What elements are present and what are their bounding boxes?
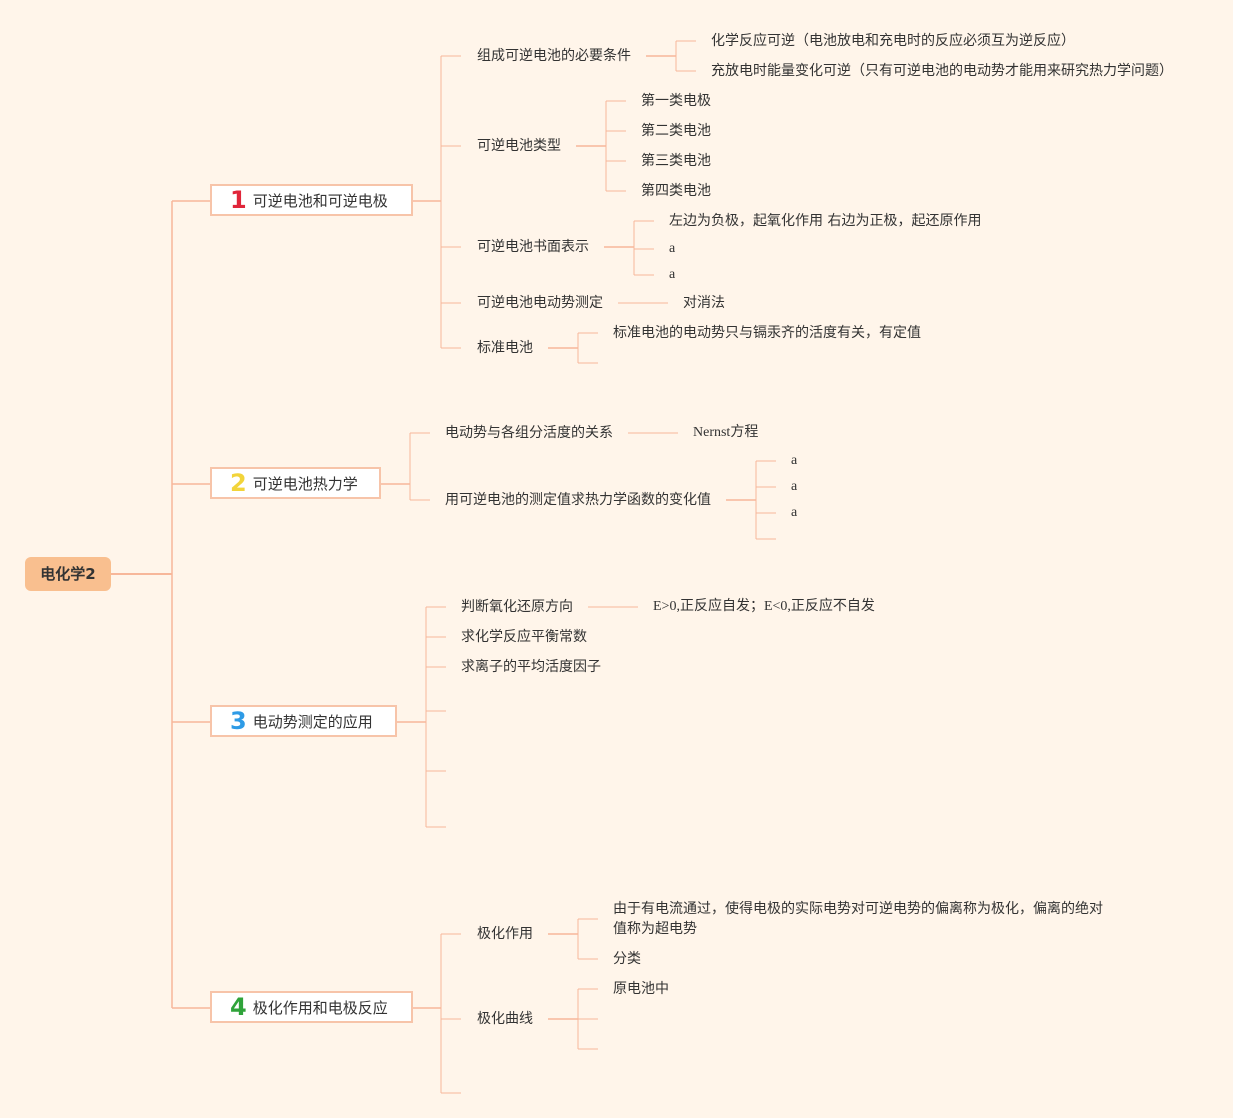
- topic-thermo-functions[interactable]: 用可逆电池的测定值求热力学函数的变化值: [445, 492, 711, 508]
- root-topic[interactable]: 电化学2: [25, 557, 111, 591]
- branch-2-topic[interactable]: 2 可逆电池热力学: [210, 467, 381, 499]
- leaf-type-1[interactable]: 第一类电极: [641, 93, 711, 109]
- leaf-type-4[interactable]: 第四类电池: [641, 183, 711, 199]
- leaf-reversible-reaction[interactable]: 化学反应可逆（电池放电和充电时的反应必须互为逆反应）: [711, 33, 1075, 49]
- leaf-standard-cell-note[interactable]: 标准电池的电动势只与镉汞齐的活度有关，有定值: [613, 325, 921, 341]
- leaf-type-2[interactable]: 第二类电池: [641, 123, 711, 139]
- branch-3-label: 电动势测定的应用: [252, 712, 373, 731]
- leaf-thermo-a2[interactable]: a: [791, 479, 798, 494]
- branch-4-label: 极化作用和电极反应: [252, 998, 388, 1017]
- branch-1-label: 可逆电池和可逆电极: [252, 191, 388, 210]
- topic-standard-cell[interactable]: 标准电池: [477, 340, 533, 356]
- leaf-notation-a1[interactable]: a: [669, 241, 676, 256]
- topic-polarization[interactable]: 极化作用: [477, 926, 533, 942]
- leaf-polarization-definition[interactable]: 由于有电流通过，使得电极的实际电势对可逆电势的偏离称为极化，偏离的绝对值称为超电…: [613, 901, 1103, 937]
- topic-equilibrium-constant[interactable]: 求化学反应平衡常数: [461, 629, 587, 645]
- leaf-compensation-method[interactable]: 对消法: [683, 295, 725, 311]
- leaf-thermo-a3[interactable]: a: [791, 505, 798, 520]
- leaf-emf-sign-rule[interactable]: E>0,正反应自发；E<0,正反应不自发: [653, 599, 875, 614]
- branch-4-topic[interactable]: 4 极化作用和电极反应: [210, 991, 413, 1023]
- branch-1-topic[interactable]: 1 可逆电池和可逆电极: [210, 184, 413, 216]
- leaf-notation-rule[interactable]: 左边为负极，起氧化作用 右边为正极，起还原作用: [669, 213, 982, 229]
- topic-written-notation[interactable]: 可逆电池书面表示: [477, 239, 589, 255]
- leaf-classification[interactable]: 分类: [613, 951, 641, 967]
- topic-activity-factor[interactable]: 求离子的平均活度因子: [461, 659, 601, 675]
- topic-battery-conditions[interactable]: 组成可逆电池的必要条件: [477, 48, 631, 64]
- number-4-icon: 4: [230, 993, 247, 1021]
- topic-polarization-curve[interactable]: 极化曲线: [477, 1011, 533, 1027]
- leaf-type-3[interactable]: 第三类电池: [641, 153, 711, 169]
- leaf-notation-a2[interactable]: a: [669, 267, 676, 282]
- topic-emf-activity[interactable]: 电动势与各组分活度的关系: [445, 425, 613, 441]
- branch-3-topic[interactable]: 3 电动势测定的应用: [210, 705, 397, 737]
- branch-2-label: 可逆电池热力学: [252, 474, 358, 493]
- leaf-reversible-energy[interactable]: 充放电时能量变化可逆（只有可逆电池的电动势才能用来研究热力学问题）: [711, 63, 1173, 79]
- leaf-galvanic-cell[interactable]: 原电池中: [613, 981, 669, 997]
- number-1-icon: 1: [230, 186, 247, 214]
- leaf-thermo-a1[interactable]: a: [791, 453, 798, 468]
- number-3-icon: 3: [230, 707, 247, 735]
- number-2-icon: 2: [230, 469, 247, 497]
- topic-battery-types[interactable]: 可逆电池类型: [477, 138, 561, 154]
- topic-redox-direction[interactable]: 判断氧化还原方向: [461, 599, 573, 615]
- topic-emf-measurement[interactable]: 可逆电池电动势测定: [477, 295, 603, 311]
- leaf-nernst[interactable]: Nernst方程: [693, 425, 759, 440]
